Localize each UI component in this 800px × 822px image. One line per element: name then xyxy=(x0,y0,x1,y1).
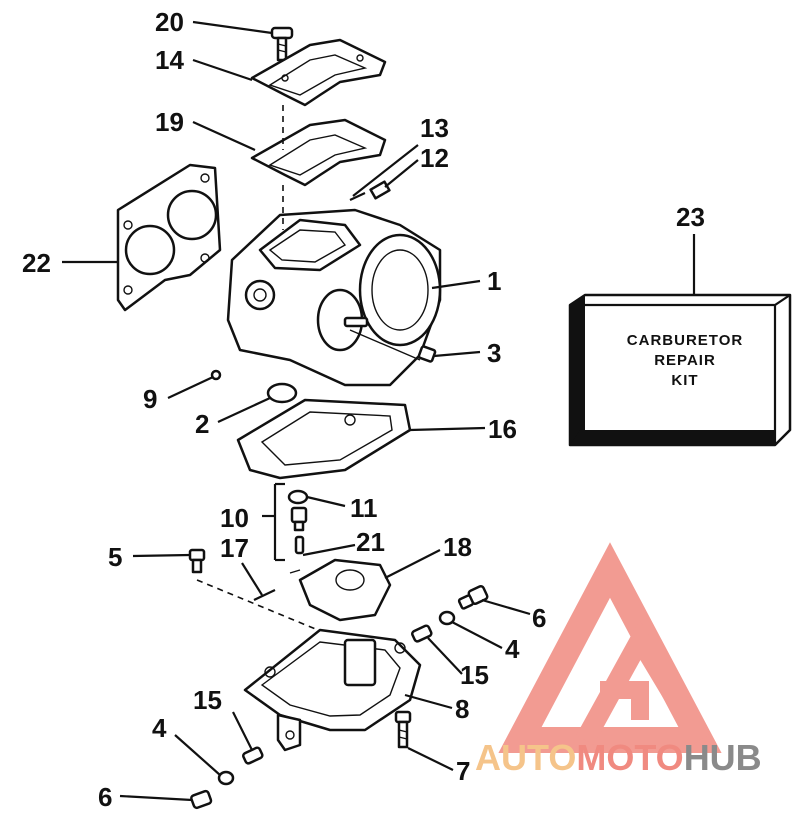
part-1-carburetor-body xyxy=(226,208,442,387)
part-20-screw xyxy=(270,26,294,62)
kit-box-line-1: CARBURETOR xyxy=(627,332,743,349)
part-12-13-needle-jet xyxy=(349,180,391,201)
label-15-left: 15 xyxy=(193,685,222,715)
leader-lines xyxy=(62,20,696,802)
part-19-gasket xyxy=(250,118,387,187)
watermark-logo xyxy=(498,542,722,753)
label-14: 14 xyxy=(155,45,184,75)
label-6-left: 6 xyxy=(98,782,112,812)
label-2: 2 xyxy=(195,409,209,439)
label-3: 3 xyxy=(487,338,501,368)
part-15-jet-left xyxy=(242,746,264,765)
kit-box-line-3: KIT xyxy=(671,372,698,389)
part-3-screw xyxy=(417,345,437,363)
label-11: 11 xyxy=(350,493,378,523)
part-18-float xyxy=(289,558,392,622)
watermark-text: AUTOMOTOHUB xyxy=(475,737,762,778)
part-9-pin xyxy=(210,369,222,381)
label-4-left: 4 xyxy=(152,713,167,743)
label-13: 13 xyxy=(420,113,449,143)
label-10: 10 xyxy=(220,503,249,533)
part-17-float-pin xyxy=(253,589,276,601)
part-11-washer xyxy=(287,489,309,505)
label-9: 9 xyxy=(143,384,157,414)
label-22: 22 xyxy=(22,248,51,278)
label-21: 21 xyxy=(356,527,385,557)
part-14-plate xyxy=(250,38,387,107)
part-6-screw-right xyxy=(457,585,489,610)
part-21-needle xyxy=(294,535,305,555)
kit-box-line-2: REPAIR xyxy=(654,352,716,369)
label-17: 17 xyxy=(220,533,249,563)
label-7: 7 xyxy=(456,756,470,786)
part-7-bolt xyxy=(394,710,412,749)
part-22-flange-gasket xyxy=(116,163,222,312)
watermark-moto: MOTO xyxy=(576,737,683,778)
part-4-washer-right xyxy=(438,610,456,626)
label-15-right: 15 xyxy=(460,660,489,690)
label-4-right: 4 xyxy=(505,634,520,664)
label-12: 12 xyxy=(420,143,449,173)
part-4-washer-left xyxy=(217,770,235,786)
part-2-disc xyxy=(266,382,298,404)
part-10-needle-valve xyxy=(290,506,308,532)
part-6-screw-left xyxy=(190,789,213,810)
label-5: 5 xyxy=(108,542,122,572)
svg-text:AUTOMOTOHUB: AUTOMOTOHUB xyxy=(475,737,762,778)
part-16-float-bowl-gasket xyxy=(236,398,412,480)
part-5-screw xyxy=(188,548,206,574)
label-18: 18 xyxy=(443,532,472,562)
watermark-hub: HUB xyxy=(684,737,762,778)
label-19: 19 xyxy=(155,107,184,137)
part-labels: 20 14 19 13 12 23 22 1 3 9 2 16 11 10 21… xyxy=(22,7,705,812)
label-6-right: 6 xyxy=(532,603,546,633)
label-23: 23 xyxy=(676,202,705,232)
label-20: 20 xyxy=(155,7,184,37)
label-16: 16 xyxy=(488,414,517,444)
label-1: 1 xyxy=(487,266,501,296)
part-8-float-bowl xyxy=(243,628,422,752)
watermark-auto: AUTO xyxy=(475,737,576,778)
part-15-jet-right xyxy=(411,624,433,643)
label-8: 8 xyxy=(455,694,469,724)
alignment-lines xyxy=(196,105,331,636)
part-23-repair-kit-box: CARBURETOR REPAIR KIT xyxy=(568,293,792,447)
